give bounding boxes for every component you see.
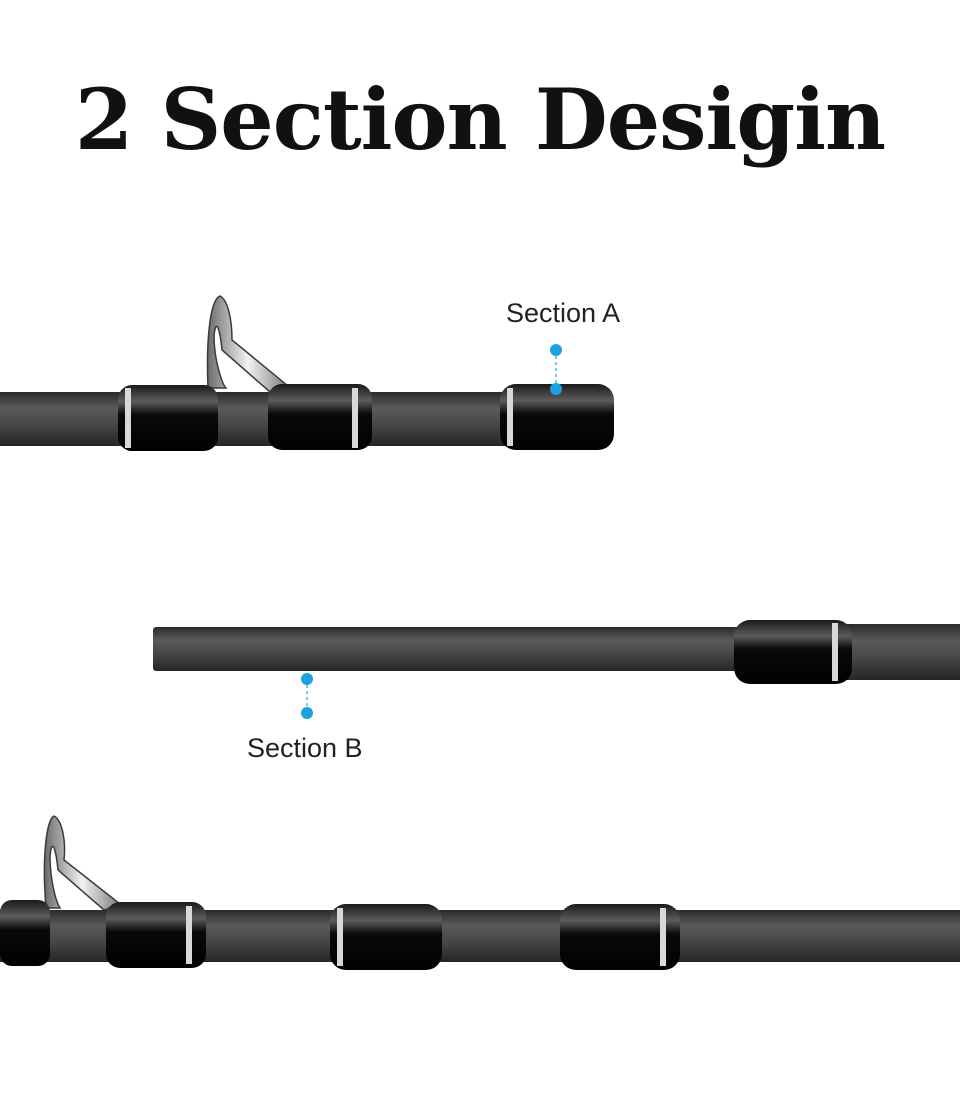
trim-ring — [186, 906, 192, 964]
ferrule-wrap — [330, 904, 442, 970]
trim-ring — [832, 623, 838, 681]
page-title: 2 Section Desigin — [74, 70, 886, 169]
rod-section-a — [0, 295, 614, 451]
section-b-marker — [301, 673, 313, 719]
guide-wrap — [0, 900, 50, 966]
trim-ring — [507, 388, 513, 446]
trim-ring — [352, 388, 358, 448]
guide-wrap — [268, 384, 372, 450]
trim-ring — [660, 908, 666, 966]
trim-ring — [337, 908, 343, 966]
rod-assembled — [0, 815, 960, 970]
ferrule-wrap — [560, 904, 680, 970]
section-b-label: Section B — [247, 733, 363, 763]
guide-wrap — [118, 385, 218, 451]
line-guide — [43, 815, 122, 911]
rod-blank — [153, 627, 753, 671]
trim-ring — [125, 388, 131, 448]
section-a-label: Section A — [506, 298, 621, 328]
ferrule-wrap — [500, 384, 614, 450]
guide-wrap — [106, 902, 206, 968]
section-a-marker — [550, 344, 562, 395]
ferrule-wrap — [734, 620, 852, 684]
rod-section-b — [153, 620, 960, 684]
line-guide — [206, 295, 290, 393]
